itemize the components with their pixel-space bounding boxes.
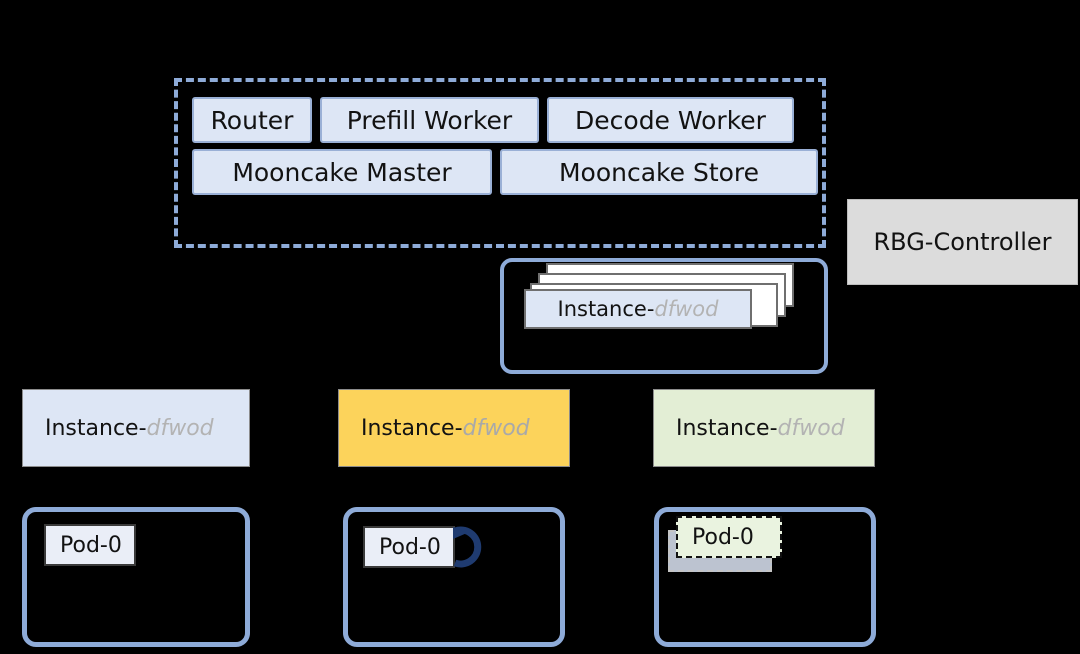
service-cluster-box [174, 78, 826, 248]
instance-prefix: Instance- [361, 415, 463, 441]
pod-node-2[interactable]: Pod-0 [363, 526, 455, 568]
pod-node-3-new[interactable]: Pod-0 [676, 516, 782, 558]
restart-arc-icon [453, 526, 482, 568]
stacked-instance-suffix: dfwod [654, 297, 719, 321]
service-prefill-worker[interactable]: Prefill Worker [320, 97, 539, 143]
instance-prefix: Instance- [676, 415, 778, 441]
pod-node-1[interactable]: Pod-0 [44, 524, 136, 566]
pod-group-3 [654, 507, 876, 647]
stacked-instances-box [500, 258, 828, 374]
pod-group-2 [343, 507, 565, 647]
stacked-instance-front[interactable]: Instance-dfwod [524, 289, 752, 329]
instance-suffix: dfwod [777, 415, 845, 441]
service-mooncake-master[interactable]: Mooncake Master [192, 149, 492, 195]
instance-box-2[interactable]: Instance-dfwod [338, 389, 570, 467]
service-decode-worker[interactable]: Decode Worker [547, 97, 794, 143]
service-mooncake-store[interactable]: Mooncake Store [500, 149, 818, 195]
instance-box-3[interactable]: Instance-dfwod [653, 389, 875, 467]
instance-suffix: dfwod [462, 415, 530, 441]
pod-group-1 [22, 507, 250, 647]
instance-box-1[interactable]: Instance-dfwod [22, 389, 250, 467]
service-row-bottom: Mooncake Master Mooncake Store [192, 149, 818, 195]
service-router[interactable]: Router [192, 97, 312, 143]
service-row-top: Router Prefill Worker Decode Worker [192, 97, 794, 143]
instance-prefix: Instance- [45, 415, 147, 441]
rbg-controller-node[interactable]: RBG-Controller [847, 199, 1078, 285]
instance-suffix: dfwod [146, 415, 214, 441]
stacked-instance-prefix: Instance- [557, 297, 655, 321]
